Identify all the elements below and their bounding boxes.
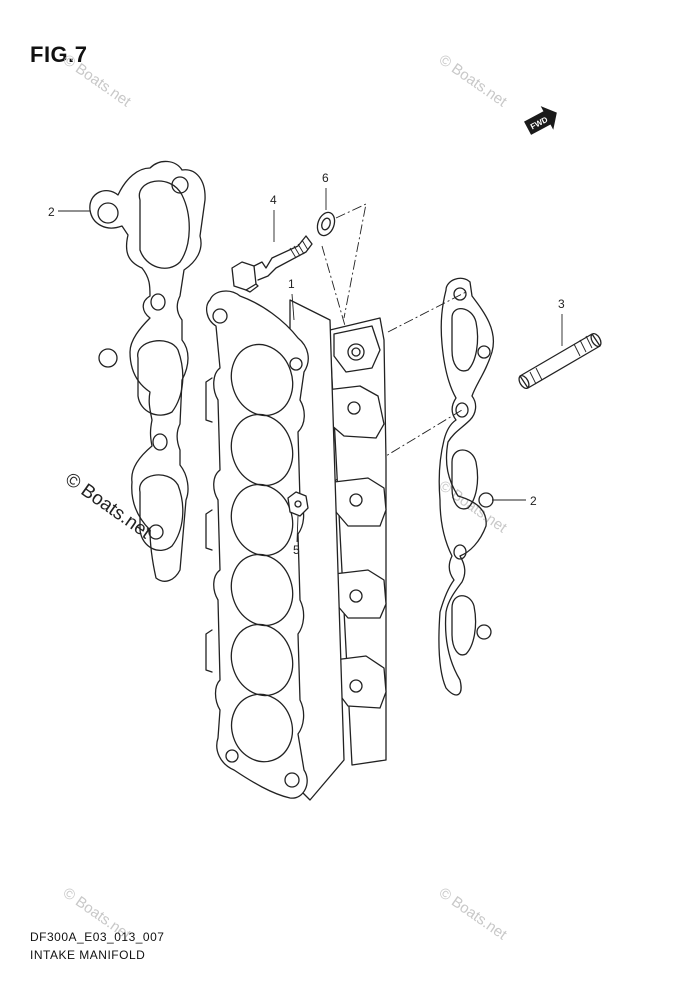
bolt [231, 235, 313, 293]
watermark-text: © Boats.net [436, 884, 511, 943]
manifold [205, 290, 387, 801]
watermark-text: © Boats.net [61, 469, 155, 544]
callout-bolt: 4 [270, 193, 277, 207]
gasket-left [89, 160, 206, 582]
figure-title: FIG.7 [30, 42, 88, 67]
callout-gasket-left: 2 [48, 205, 55, 219]
washer [316, 211, 336, 237]
figure-name: INTAKE MANIFOLD [30, 948, 146, 962]
watermark-text: © Boats.net [436, 477, 511, 536]
watermark-text: © Boats.net [436, 51, 511, 110]
fwd-arrow-icon: FWD [524, 106, 557, 135]
callout-washer: 6 [322, 171, 329, 185]
callout-nut: 5 [293, 543, 300, 557]
stud [518, 332, 602, 390]
callout-stud: 3 [558, 297, 565, 311]
nut [287, 491, 309, 517]
callout-gasket-right: 2 [530, 494, 537, 508]
gasket-right [438, 277, 494, 696]
watermark-text: © Boats.net [60, 51, 135, 110]
leader-line [296, 515, 299, 543]
figure-code: DF300A_E03_013_007 [30, 930, 165, 944]
leader-line [291, 293, 295, 321]
callout-manifold: 1 [288, 277, 295, 291]
